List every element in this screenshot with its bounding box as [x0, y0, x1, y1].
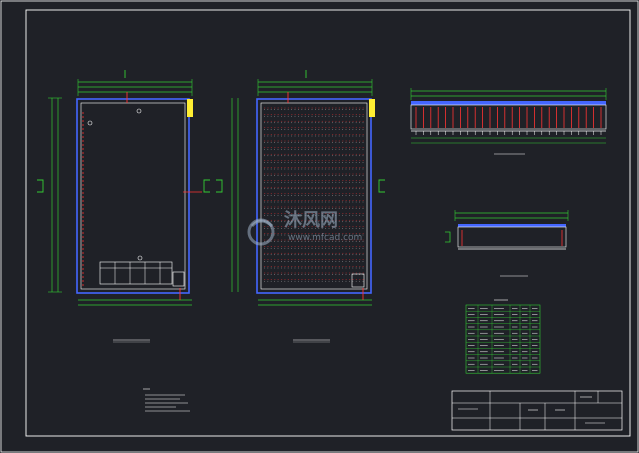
notes-block: [143, 388, 190, 412]
watermark: 沐风网 www.mfcad.com: [247, 209, 362, 246]
material-table: [465, 299, 541, 374]
plan-view-left: [37, 70, 210, 343]
section-view-short: [445, 210, 569, 277]
plan-view-middle: [216, 70, 385, 343]
inner-drawing-frame: [25, 9, 631, 437]
watermark-url-text: www.mfcad.com: [288, 233, 362, 243]
title-block: [451, 390, 623, 431]
watermark-brand-text: 沐风网: [284, 209, 338, 231]
section-view-long: [410, 88, 607, 155]
table-border: [465, 304, 541, 374]
watermark-logo-icon: [247, 218, 275, 246]
